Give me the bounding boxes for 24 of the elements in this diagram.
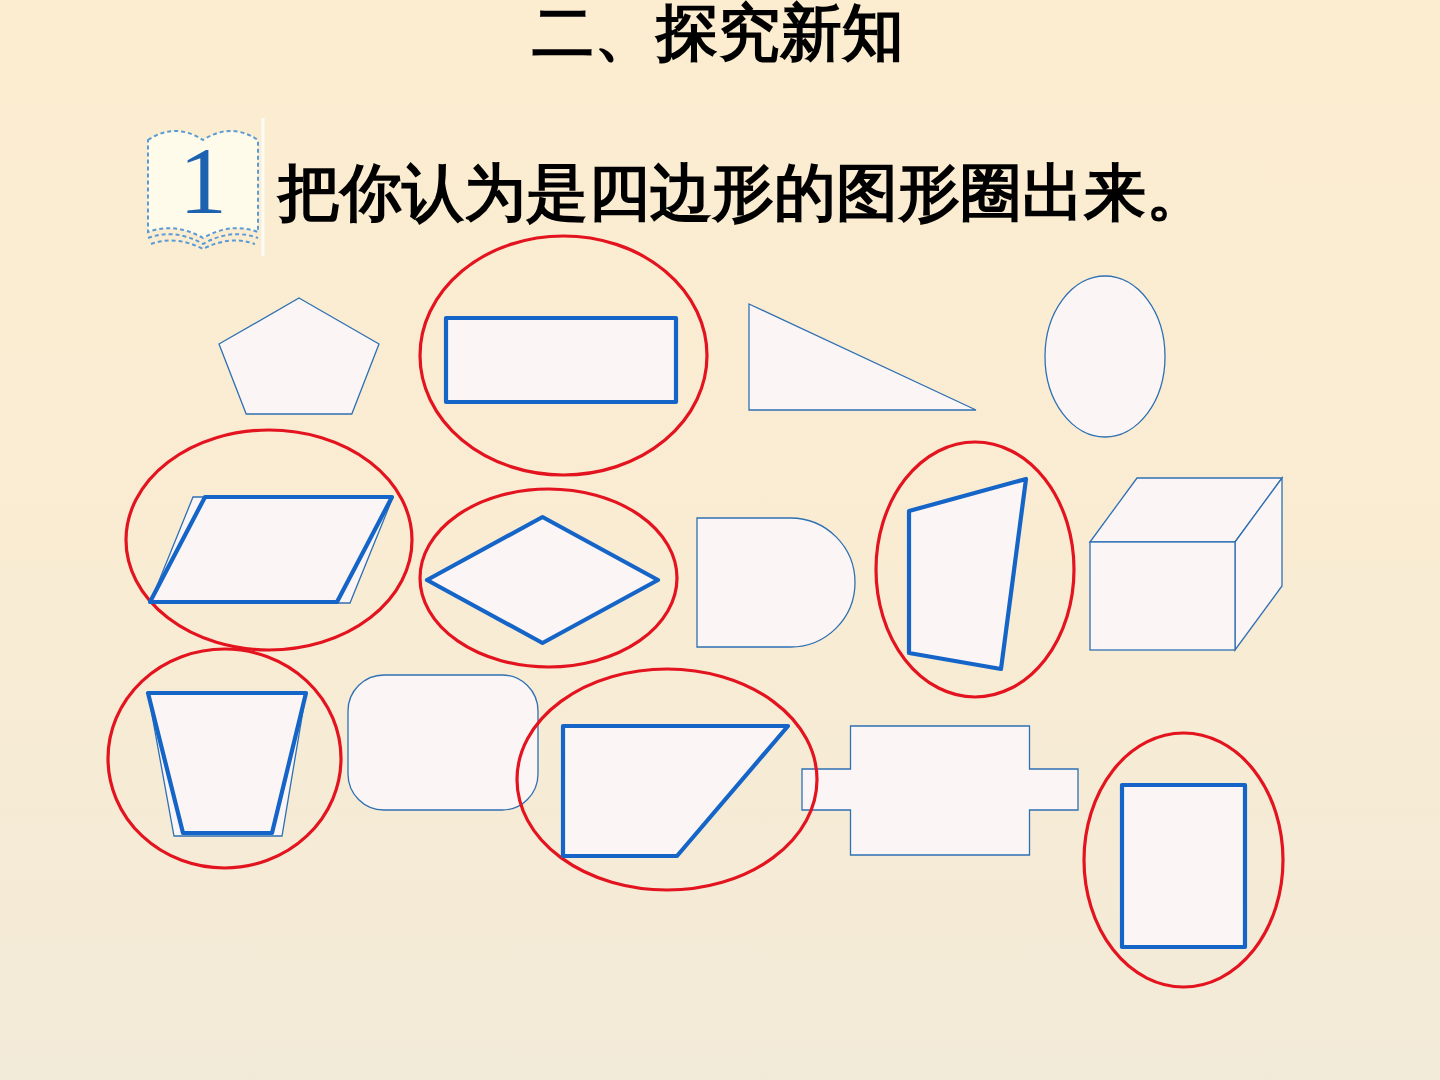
rhombus-shape [424,514,661,646]
rectangle-shape [1119,782,1248,950]
quadrilateral-shape [906,476,1029,672]
circle-mark [514,666,820,893]
parallelogram-shape [147,494,396,606]
arch-shape [694,515,858,650]
circle-mark [123,427,415,653]
title: 二、探究新知 [532,2,904,64]
triangle-shape [746,301,979,413]
trapezoid-shape [560,723,791,859]
circle-mark [417,486,680,670]
pentagon-shape [216,295,382,417]
circle-mark [873,439,1077,700]
rectangle-shape [443,315,679,405]
step-number: 1 [179,133,227,229]
cross-shape [799,723,1081,858]
circle-mark [105,646,344,871]
circle-mark [417,233,710,478]
cube-shape [1087,475,1285,653]
circle-mark [1081,730,1286,990]
rounded-rectangle-shape [345,672,541,813]
ellipse-shape [1042,273,1168,440]
trapezoid-shape [145,690,309,839]
instruction-text: 把你认为是四边形的图形圈出来。 [278,162,1208,224]
